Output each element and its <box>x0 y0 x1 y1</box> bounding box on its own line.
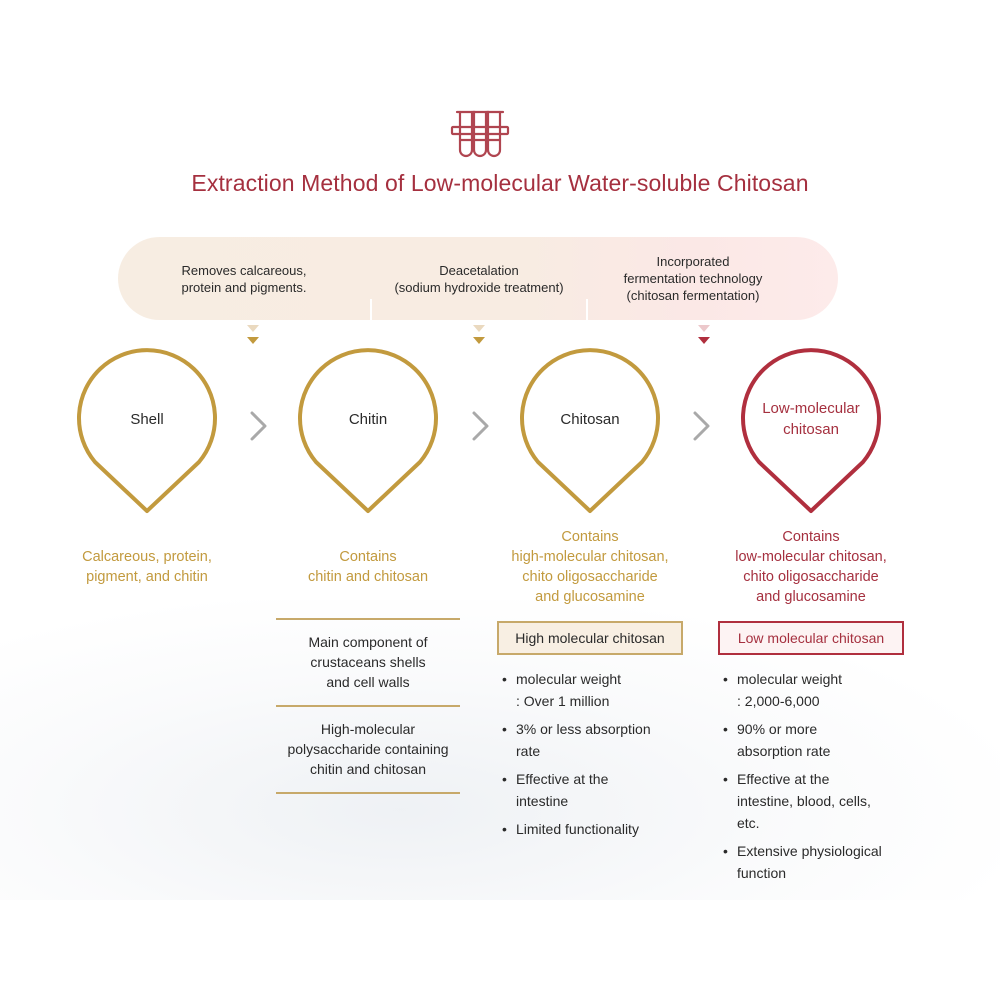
chitin-drop-shape <box>298 348 438 513</box>
chitin-detail-item: Main component of crustaceans shells and… <box>308 634 428 690</box>
chitin-detail-item: High-molecular polysaccharide containing… <box>287 721 449 777</box>
list-item: Extensive physiological function <box>719 840 919 884</box>
stage-label-shell: Shell <box>130 411 164 428</box>
process-banner: Removes calcareous, protein and pigments… <box>118 237 838 320</box>
down-triangle-icon <box>473 325 485 344</box>
list-item: molecular weight : 2,000-6,000 <box>719 668 919 712</box>
stage-label-chitin: Chitin <box>348 411 388 428</box>
list-item: Effective at the intestine <box>498 768 698 812</box>
high-molecular-properties: molecular weight : Over 1 million 3% or … <box>498 668 698 846</box>
stage-label-chitosan: Chitosan <box>560 411 620 428</box>
list-item: 3% or less absorption rate <box>498 718 698 762</box>
list-item: molecular weight : Over 1 million <box>498 668 698 712</box>
low-molecular-badge: Low molecular chitosan <box>718 621 904 655</box>
chevron-right-icon <box>250 411 267 441</box>
chitosan-drop-shape <box>520 348 660 513</box>
list-item: 90% or more absorption rate <box>719 718 919 762</box>
down-triangle-icon <box>698 325 710 344</box>
banner-divider <box>586 299 588 320</box>
high-molecular-badge: High molecular chitosan <box>497 621 683 655</box>
chevron-right-icon <box>472 411 489 441</box>
divider-line <box>276 705 460 707</box>
stage-label-low-molecular: Low-molecular chitosan <box>762 400 860 438</box>
divider-line <box>276 792 460 794</box>
process-step-2-text: Deacetalation (sodium hydroxide treatmen… <box>394 262 564 295</box>
chitosan-description: Contains high-molecular chitosan, chito … <box>511 529 669 605</box>
chitin-description: Contains chitin and chitosan <box>307 549 429 585</box>
chevron-right-icon <box>693 411 710 441</box>
banner-divider <box>370 299 372 320</box>
test-tubes-icon <box>450 110 510 158</box>
list-item: Effective at the intestine, blood, cells… <box>719 768 919 834</box>
chitin-details: Main component of crustaceans shells and… <box>276 618 460 794</box>
process-step-1: Removes calcareous, protein and pigments… <box>118 237 370 320</box>
process-step-3-text: Incorporated fermentation technology (ch… <box>623 254 763 303</box>
divider-line <box>276 618 460 620</box>
shell-description: Calcareous, protein, pigment, and chitin <box>82 549 212 585</box>
low-molecular-drop-shape <box>741 348 881 513</box>
low-molecular-description: Contains low-molecular chitosan, chito o… <box>735 529 887 605</box>
process-step-2: Deacetalation (sodium hydroxide treatmen… <box>372 237 586 320</box>
process-step-1-text: Removes calcareous, protein and pigments… <box>181 262 307 295</box>
down-triangle-icon <box>247 325 259 344</box>
page-title: Extraction Method of Low-molecular Water… <box>191 170 809 196</box>
process-step-3: Incorporated fermentation technology (ch… <box>588 237 798 320</box>
shell-drop-shape <box>77 348 217 513</box>
list-item: Limited functionality <box>498 818 698 840</box>
low-molecular-properties: molecular weight : 2,000-6,000 90% or mo… <box>719 668 919 890</box>
